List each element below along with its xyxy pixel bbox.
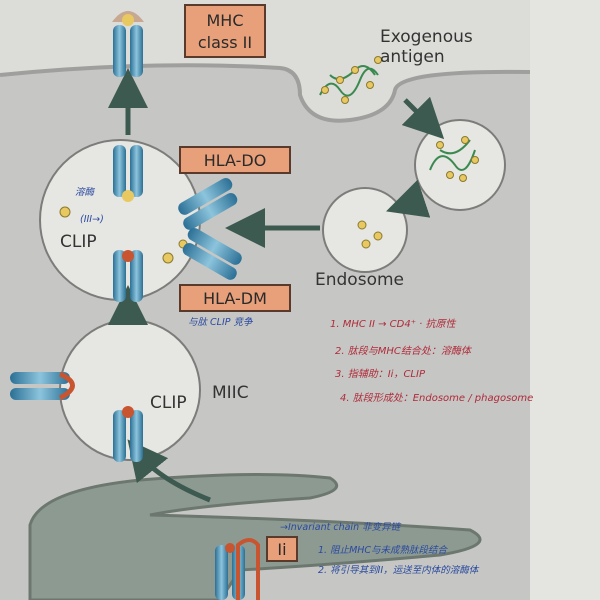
hla-do-molecules (178, 178, 238, 230)
label-mhc-class-ii: MHC class II (184, 4, 266, 58)
mhc-in-er (215, 538, 260, 600)
label-exogenous: Exogenous (380, 27, 473, 47)
label-endosome: Endosome (315, 270, 404, 290)
note-red-2: 2. 肽段与MHC结合处：溶酶体 (335, 345, 473, 357)
note-blue-ii-title: →Invariant chain 非变异链 (280, 521, 402, 533)
label-hla-dm-text: HLA-DM (203, 289, 267, 308)
label-mhc-text: MHC (206, 11, 243, 30)
label-hla-dm: HLA-DM (179, 284, 291, 312)
endosome-vesicle (322, 187, 408, 273)
peptide-fragments (59, 56, 479, 264)
label-ii-text: Ii (277, 540, 286, 559)
note-red-3: 3. 指辅助：Ii，CLIP (335, 368, 426, 380)
note-blue-hla-dm: 与肽 CLIP 竞争 (188, 316, 254, 328)
note-blue-lysosome: 溶酶 (75, 186, 96, 198)
label-hla-do-text: HLA-DO (204, 151, 267, 170)
hla-dm-molecules (182, 228, 242, 280)
mhc-class-ii-molecule-lysosome (113, 145, 143, 202)
note-red-4: 4. 肽段形成处：Endosome / phagosome (340, 392, 533, 404)
mhc-class-ii-molecule-miic (113, 406, 143, 462)
mhc-ii-complex-side (10, 371, 75, 401)
label-hla-do: HLA-DO (179, 146, 291, 174)
plasma-membrane (0, 63, 531, 123)
label-miic: MIIC (212, 383, 249, 403)
phagosome-vesicle (414, 119, 506, 211)
note-blue-clip: (III→) (80, 214, 104, 225)
mhc-class-ii-molecule-surface (112, 11, 144, 77)
mhc-class-ii-molecule-clip (113, 250, 143, 302)
label-antigen: antigen (380, 47, 445, 67)
endoplasmic-reticulum (28, 472, 482, 600)
note-blue-ii-1: 1. 阻止MHC与未成熟肽段结合 (318, 544, 449, 556)
label-ii: Ii (266, 536, 298, 562)
label-class-ii-text: class II (198, 33, 252, 52)
note-blue-ii-2: 2. 将引导其到II，运送至内体的溶酶体 (318, 564, 480, 576)
pathway-arrows (108, 68, 445, 503)
label-clip-lysosome: CLIP (60, 232, 97, 252)
label-clip-miic: CLIP (150, 393, 187, 413)
note-red-1: 1. MHC II → CD4⁺ · 抗原性 (330, 318, 457, 330)
